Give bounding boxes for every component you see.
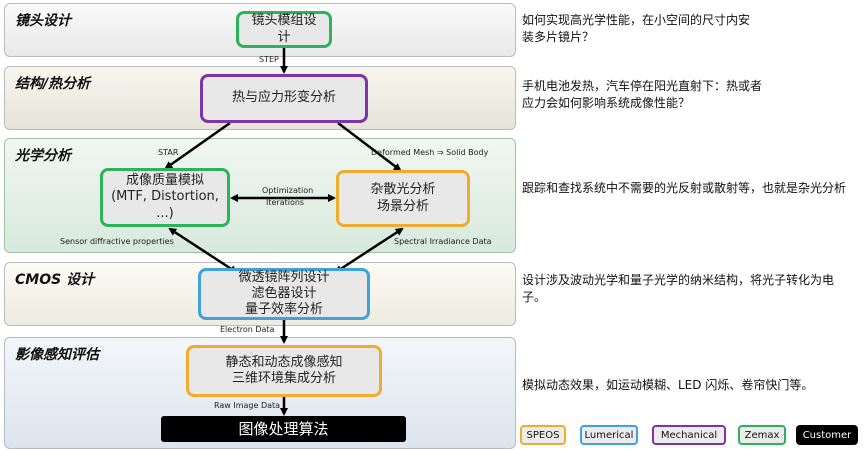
stage-title-optics: 光学分析: [15, 148, 71, 164]
star-label: STAR: [158, 148, 179, 157]
arrow-thermal-to-image-quality: [164, 121, 231, 170]
note-perception: 模拟动态效果，如运动模糊、LED 闪烁、卷帘快门等。: [522, 378, 814, 392]
spectral-irradiance-label: Spectral Irradiance Data: [394, 237, 492, 246]
lens-module-design-box: 镜头模组设 计: [236, 11, 332, 48]
stray-light-box: 杂散光分析 场景分析: [336, 170, 470, 227]
iterations-label: Iterations: [266, 198, 305, 207]
note-lens: 如何实现高光学性能，在小空间的尺寸内安装多片镜片？: [522, 13, 751, 45]
deformed-mesh-label: Deformed Mesh ⇒ Solid Body: [371, 148, 489, 157]
stage-title-structure: 结构/热分析: [15, 76, 91, 92]
perception-analysis-box: 静态和动态成像感知 三维环境集成分析: [186, 345, 382, 397]
raw-image-data-label: Raw Image Data: [214, 401, 281, 410]
step-label: STEP: [259, 55, 279, 64]
stage-title-perception: 影像感知评估: [15, 347, 99, 363]
arrow-stray-light-cmos: [334, 227, 404, 274]
sensor-properties-label: Sensor diffractive properties: [60, 237, 174, 246]
note-structure: 手机电池发热，汽车停在阳光直射下：热或者应力会如何影响系统成像性能？: [522, 79, 763, 111]
thermal-stress-box: 热与应力形变分析: [200, 74, 368, 123]
optimization-label: Optimization: [262, 186, 314, 195]
electron-data-label: Electron Data: [220, 325, 275, 334]
note-optics: 跟踪和查找系统中不需要的光反射或散射等，也就是杂光分析: [522, 181, 847, 195]
legend-speos: SPEOS: [520, 425, 566, 445]
legend-zemax: Zemax: [738, 425, 786, 445]
image-quality-box: 成像质量模拟 (MTF, Distortion, ...): [100, 168, 230, 227]
arrow-image-quality-cmos: [168, 227, 238, 274]
legend-customer: Customer: [796, 425, 858, 445]
stage-title-lens: 镜头设计: [15, 13, 71, 29]
stage-title-cmos: CMOS 设计: [15, 272, 95, 288]
arrow-thermal-to-stray-light: [337, 122, 402, 172]
image-processing-box: 图像处理算法: [161, 416, 406, 442]
cmos-design-box: 微透镜阵列设计 滤色器设计 量子效率分析: [198, 268, 370, 320]
note-cmos: 设计涉及波动光学和量子光学的纳米结构，将光子转化为电子。: [522, 273, 835, 305]
legend-mechanical: Mechanical: [652, 425, 726, 445]
legend-lumerical: Lumerical: [580, 425, 638, 445]
